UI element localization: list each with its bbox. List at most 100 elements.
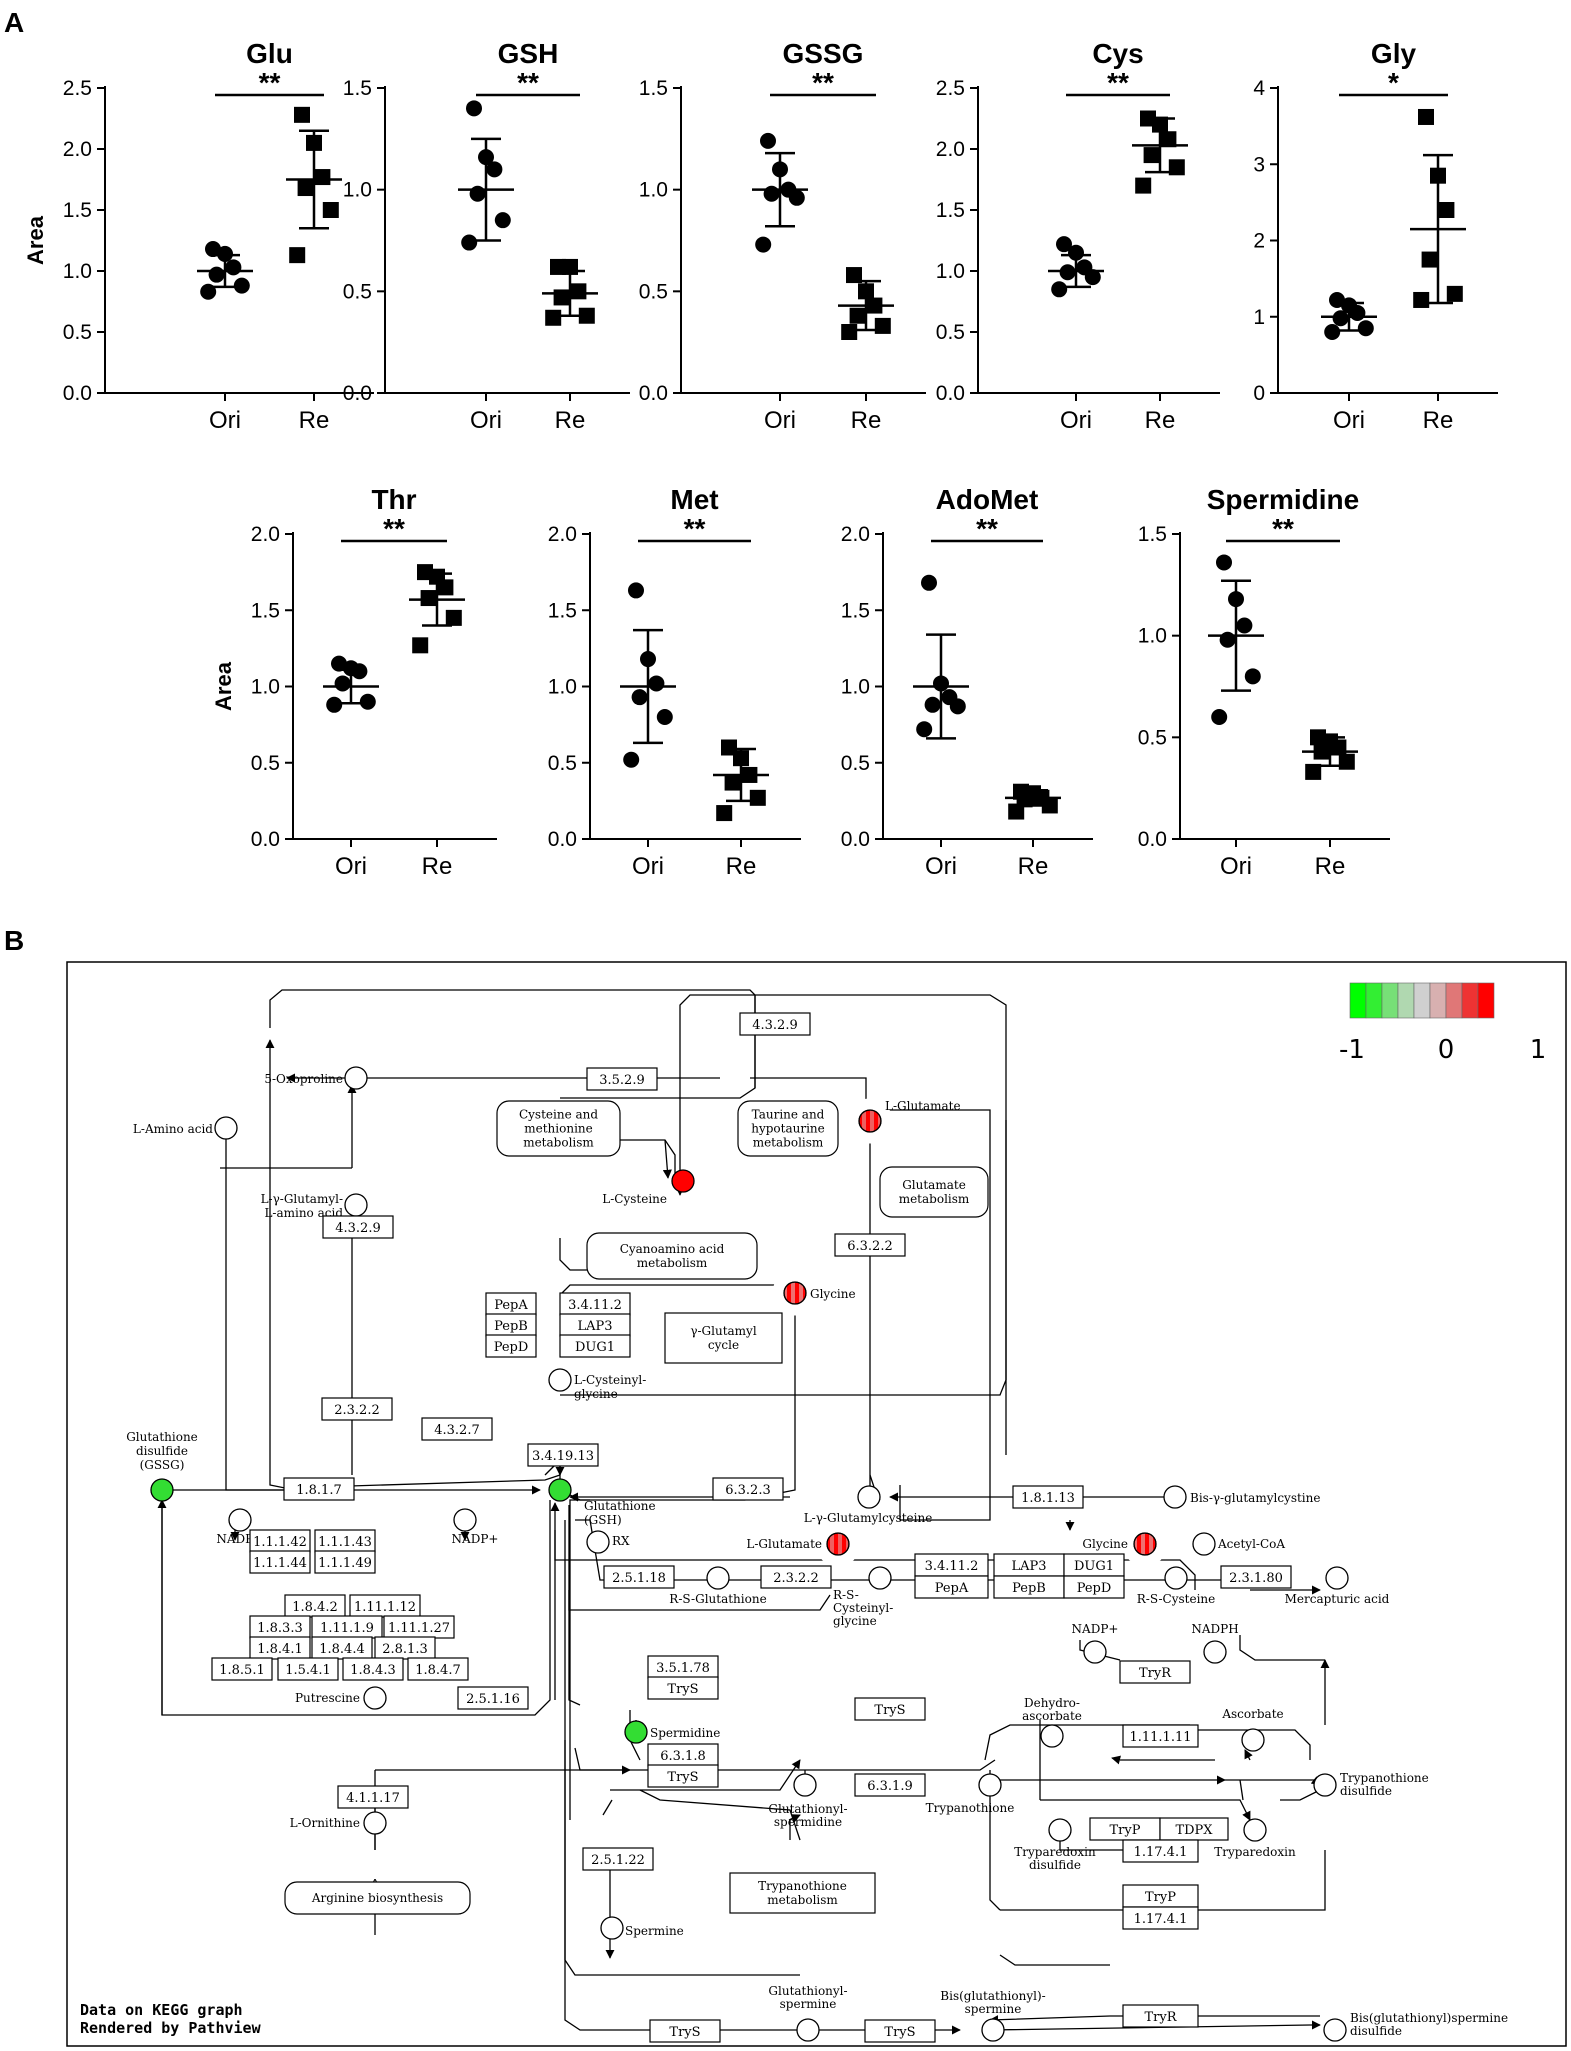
data-point xyxy=(322,202,339,218)
box-frame xyxy=(322,1215,394,1239)
y-tick-label: 1.5 xyxy=(63,199,92,222)
box-label: cycle xyxy=(708,1338,739,1352)
y-tick-label: 0.0 xyxy=(936,382,965,405)
data-point xyxy=(233,277,250,294)
box-label: PepA xyxy=(494,1298,528,1313)
node-circle xyxy=(671,1169,695,1193)
data-point xyxy=(420,590,437,607)
node-label-gluamylcys: L-γ-Glutamylcysteine xyxy=(804,1511,933,1525)
x-tick-label-re: Re xyxy=(1018,853,1049,880)
box-frame xyxy=(1122,2004,1199,2028)
x-tick-label-ori: Ori xyxy=(764,407,796,434)
legend-swatch xyxy=(1365,982,1383,1019)
box-frame xyxy=(277,1657,339,1681)
node-circle xyxy=(1164,1566,1188,1590)
data-point xyxy=(841,324,858,340)
edge xyxy=(1239,1779,1244,1801)
box-label: 2.5.1.18 xyxy=(612,1571,666,1586)
box-frame xyxy=(582,1847,654,1871)
node-gluamyl-amino xyxy=(344,1193,368,1217)
node-gluamylcys xyxy=(857,1485,881,1509)
data-point xyxy=(631,689,648,706)
node-mercapturic xyxy=(1325,1566,1349,1590)
enzyme-box-1-1-1-42: 1.1.1.42 xyxy=(249,1529,311,1553)
node-fill-stripe xyxy=(838,1532,842,1556)
node-circle xyxy=(1325,1566,1349,1590)
node-circle xyxy=(548,1368,572,1392)
data-point xyxy=(1211,709,1228,725)
node-gsp xyxy=(793,1773,817,1797)
enzyme-box-2-3-2-2: 2.3.2.2 xyxy=(760,1565,832,1589)
edge xyxy=(620,1139,676,1180)
box-frame xyxy=(586,1067,658,1091)
data-point xyxy=(1305,763,1322,780)
box-label: 1.8.3.3 xyxy=(257,1621,302,1636)
data-point xyxy=(417,564,433,581)
box-label: 4.3.2.9 xyxy=(335,1221,380,1236)
data-point xyxy=(1135,177,1152,194)
box-frame xyxy=(712,1477,784,1501)
series-ori xyxy=(913,574,969,740)
enzyme-box-tryp: TryP xyxy=(1122,1884,1199,1908)
node-fill-stripe xyxy=(862,1109,866,1133)
enzyme-box-trys: TryS xyxy=(647,1676,719,1700)
data-point xyxy=(716,805,733,822)
node-circle xyxy=(1083,1640,1107,1664)
edge xyxy=(984,1724,1190,1761)
enzyme-box-tdpx: TDPX xyxy=(1159,1817,1229,1841)
series-re xyxy=(409,564,465,654)
box-frame xyxy=(586,1232,758,1280)
node-trypanothione xyxy=(978,1773,1002,1797)
box-frame xyxy=(342,1657,404,1681)
data-point xyxy=(1324,324,1341,340)
data-point xyxy=(494,212,511,229)
y-tick-label: 0.5 xyxy=(548,752,577,775)
node-circle xyxy=(981,2018,1005,2042)
x-tick-label-ori: Ori xyxy=(470,407,502,434)
box-frame xyxy=(321,1397,393,1421)
data-point xyxy=(941,689,958,706)
edge xyxy=(1111,1755,1215,1765)
box-frame xyxy=(314,1550,376,1574)
box-frame xyxy=(283,1477,355,1501)
box-frame xyxy=(760,1565,832,1589)
node-label: R-S-Cysteine xyxy=(1137,1592,1216,1606)
y-tick-label: 2.0 xyxy=(841,523,870,546)
data-point xyxy=(724,774,741,791)
enzyme-box-2-3-1-80: 2.3.1.80 xyxy=(1220,1565,1292,1589)
y-tick-label: 0.0 xyxy=(548,828,577,851)
node-circle xyxy=(1243,1818,1267,1842)
enzyme-box-pepd: PepD xyxy=(1063,1575,1125,1599)
y-tick-label: 1.0 xyxy=(548,676,577,699)
enzyme-box-4-3-2-9: 4.3.2.9 xyxy=(322,1215,394,1239)
data-point xyxy=(846,267,862,284)
node-circle xyxy=(363,1811,387,1835)
box-label: 1.1.1.42 xyxy=(253,1535,307,1550)
node-ring xyxy=(847,1098,893,1144)
enzyme-box-1-8-4-3: 1.8.4.3 xyxy=(342,1657,404,1681)
series-ori xyxy=(1321,291,1377,340)
box-frame xyxy=(603,1565,675,1589)
edge xyxy=(860,1109,991,1521)
series-ori xyxy=(197,241,253,300)
data-point xyxy=(1438,202,1455,218)
enzyme-box-tryp: TryP xyxy=(1089,1817,1161,1841)
x-tick-label-ori: Ori xyxy=(632,853,664,880)
box-label: 3.5.1.78 xyxy=(656,1661,710,1676)
enzyme-box-2-5-1-22: 2.5.1.22 xyxy=(582,1847,654,1871)
node-ring xyxy=(815,1521,861,1567)
data-point xyxy=(545,309,562,326)
edge xyxy=(1239,1635,1325,1661)
box-frame xyxy=(649,2019,721,2043)
node-label-l-amino-acid: L-Amino acid xyxy=(133,1122,213,1136)
footer-line-2: Rendered by Pathview xyxy=(80,2019,262,2037)
node-gsh xyxy=(548,1478,572,1502)
node-tryp-disulfide xyxy=(1313,1773,1337,1797)
box-label: TryP xyxy=(1110,1823,1141,1838)
data-point xyxy=(570,283,587,300)
